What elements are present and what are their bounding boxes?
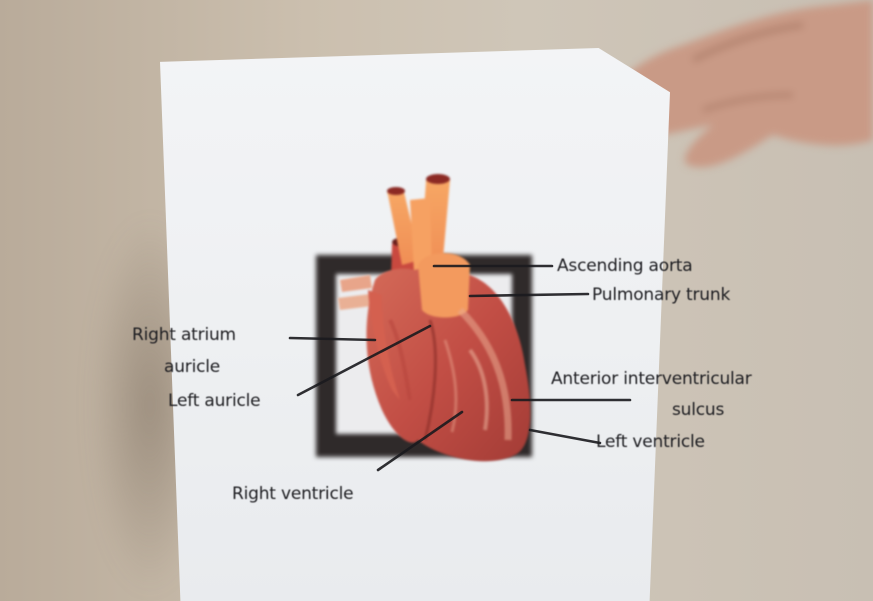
label-left-ventricle: Left ventricle [596,434,705,451]
leader-left-auricle [298,326,430,395]
label-anterior-line2: sulcus [672,402,724,419]
label-anterior-line1: Anterior interventricular [551,371,752,388]
leader-right-atrium [290,338,375,340]
label-right-atrium-line2: auricle [164,359,220,376]
label-right-ventricle: Right ventricle [232,486,353,503]
label-right-atrium-line1: Right atrium [132,327,236,344]
label-pulmonary-trunk: Pulmonary trunk [592,287,730,304]
leader-pulmonary-trunk [470,294,588,296]
leader-left-ventricle [530,430,600,443]
label-left-auricle: Left auricle [168,393,260,410]
leader-right-ventricle [378,412,462,470]
label-ascending-aorta: Ascending aorta [557,258,692,275]
